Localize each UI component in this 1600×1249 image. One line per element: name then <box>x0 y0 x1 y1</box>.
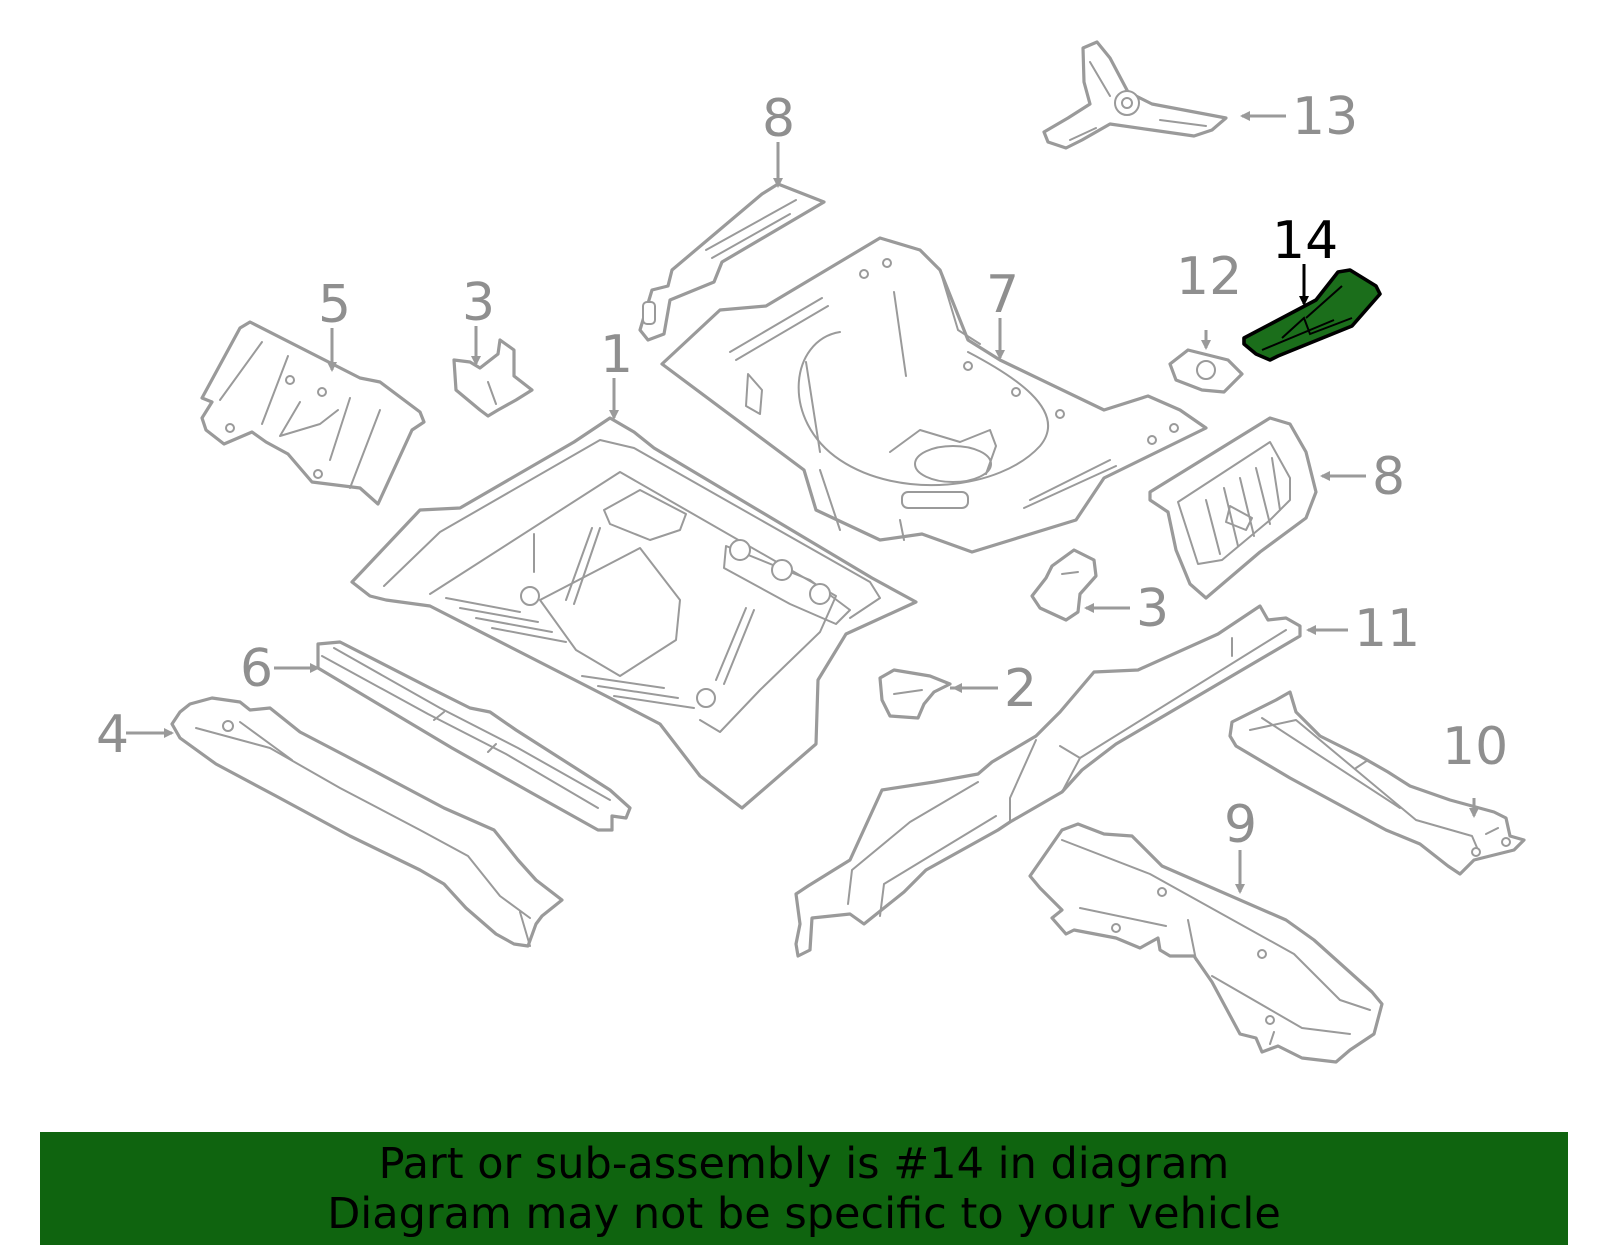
part-14-highlighted-bracket[interactable] <box>1242 268 1382 362</box>
part-3-right-bracket[interactable] <box>1030 548 1098 622</box>
leader-lines <box>126 111 1479 894</box>
callouts: 1 2 3 3 4 5 6 7 8 8 9 10 11 12 13 14 <box>96 87 1508 855</box>
part-13-mount-bracket[interactable] <box>1042 40 1228 150</box>
part-9-crossmember[interactable] <box>1028 822 1384 1064</box>
callout-8-upper: 8 <box>762 89 795 149</box>
callout-10: 10 <box>1442 717 1508 777</box>
banner-line-2: Diagram may not be specific to your vehi… <box>327 1188 1281 1239</box>
callout-3-left: 3 <box>462 273 495 333</box>
info-banner: Part or sub-assembly is #14 in diagram D… <box>40 1132 1568 1245</box>
part-8-upper-rail[interactable] <box>638 182 826 342</box>
callout-5: 5 <box>318 275 351 335</box>
callout-7: 7 <box>986 265 1019 325</box>
part-11-long-rail[interactable] <box>794 604 1302 958</box>
callout-2: 2 <box>1004 659 1037 719</box>
part-4-front-member[interactable] <box>170 696 564 948</box>
part-2-bracket[interactable] <box>878 668 952 720</box>
part-8-right-side-panel[interactable] <box>1148 416 1318 600</box>
part-7-rear-floor-pan[interactable] <box>660 236 1208 554</box>
part-1-front-floor-pan[interactable] <box>350 416 918 810</box>
part-10-brace[interactable] <box>1228 690 1526 876</box>
part-12-plate[interactable] <box>1168 348 1244 394</box>
callout-6: 6 <box>240 639 273 699</box>
part-3-left-bracket[interactable] <box>452 338 534 418</box>
banner-line-1: Part or sub-assembly is #14 in diagram <box>378 1138 1230 1189</box>
part-5-left-panel[interactable] <box>200 320 426 506</box>
callout-8-right: 8 <box>1372 447 1405 507</box>
callout-13: 13 <box>1292 87 1358 147</box>
callout-11: 11 <box>1354 599 1420 659</box>
callout-12: 12 <box>1176 247 1242 307</box>
callout-1: 1 <box>600 325 633 385</box>
callout-4: 4 <box>96 705 129 765</box>
callout-9: 9 <box>1224 795 1257 855</box>
callout-3-right: 3 <box>1136 579 1169 639</box>
part-6-cross-brace[interactable] <box>316 640 632 832</box>
callout-14: 14 <box>1272 211 1338 271</box>
